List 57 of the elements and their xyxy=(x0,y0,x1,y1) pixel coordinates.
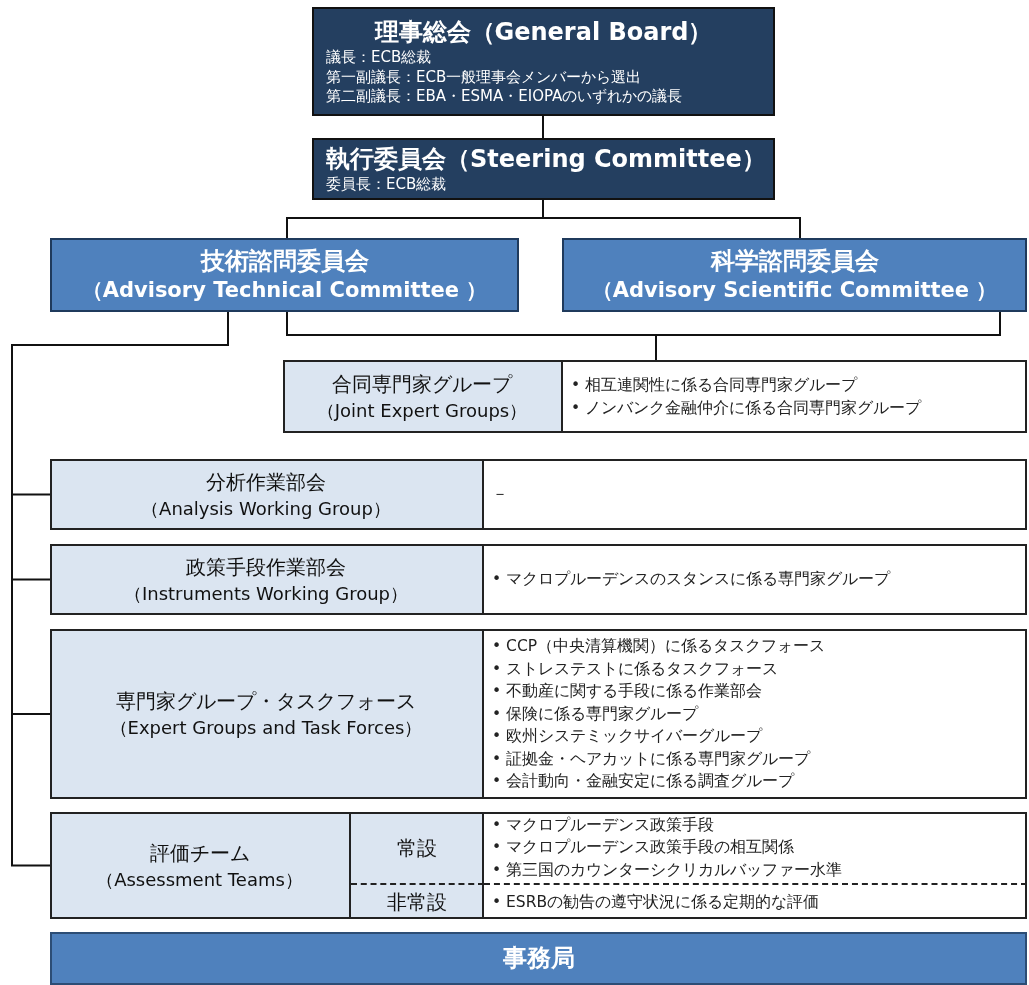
group-list-item: • 会計動向・金融安定に係る調査グループ xyxy=(492,771,795,793)
chair-note: 委員長：ECB総裁 xyxy=(326,175,448,195)
group-list-item: • マクロプルーデンス政策手段 xyxy=(492,814,715,836)
group-list-item: • マクロプルーデンスのスタンスに係る専門家グループ xyxy=(492,569,891,591)
group-list-item: • 相互連関性に係る合同専門家グループ xyxy=(571,375,858,397)
committee-english-name: （Advisory Scientific Committee ） xyxy=(591,276,998,304)
team-type-cell xyxy=(351,885,484,919)
group-list-item: － xyxy=(492,484,508,506)
group-list-item: • 証拠金・ヘアカットに係る専門家グループ xyxy=(492,748,811,770)
group-label-cell xyxy=(283,360,563,433)
group-title: 評価チーム xyxy=(149,839,250,867)
group-list-item: • ストレステストに係るタスクフォース xyxy=(492,658,779,680)
group-list-item: • ESRBの勧告の遵守状況に係る定期的な評価 xyxy=(492,891,820,913)
group-list-item: • ノンバンク金融仲介に係る合同専門家グループ xyxy=(571,397,922,419)
group-english-name: （Instruments Working Group） xyxy=(123,581,409,606)
committee-title: 科学諮問委員会 xyxy=(710,245,879,277)
chair-note: 議長：ECB総裁 xyxy=(326,48,433,68)
group-row-box xyxy=(50,459,1027,530)
committee-title: 理事総会（General Board） xyxy=(373,17,714,49)
group-label-cell xyxy=(50,812,351,919)
connector-line xyxy=(542,199,801,239)
group-row-box xyxy=(50,544,1027,615)
team-type: 非常設 xyxy=(386,889,447,915)
committee-title: 執行委員会（Steering Committee） xyxy=(326,144,761,176)
committee-english-name: （Advisory Technical Committee ） xyxy=(81,276,488,304)
group-row-box xyxy=(50,629,1027,799)
group-list-item: • マクロプルーデンス政策手段の相互関係 xyxy=(492,837,795,859)
group-label-cell xyxy=(50,459,484,530)
group-title: 専門家グループ・タスクフォース xyxy=(116,688,416,716)
committee-box xyxy=(312,138,775,200)
team-type-cell xyxy=(351,812,484,885)
group-title: 分析作業部会 xyxy=(206,468,326,496)
group-english-name: （Analysis Working Group） xyxy=(141,496,391,521)
group-label-cell xyxy=(50,544,484,615)
group-list-item: • CCP（中央清算機関）に係るタスクフォース xyxy=(492,636,826,658)
team-type: 常設 xyxy=(396,834,437,861)
group-title: 合同専門家グループ xyxy=(332,370,512,398)
group-english-name: （Assessment Teams） xyxy=(96,867,303,892)
group-row-box xyxy=(50,812,1027,919)
committee-box xyxy=(312,7,775,116)
chair-note: 第二副議長：EBA・ESMA・EIOPAのいずれかの議長 xyxy=(326,87,684,107)
group-label-cell xyxy=(50,629,484,799)
group-list-item: • 不動産に関する手段に係る作業部会 xyxy=(492,681,763,703)
secretariat-title: 事務局 xyxy=(502,942,575,974)
secretariat-box xyxy=(50,932,1027,985)
committee-box xyxy=(50,238,519,312)
group-row-box xyxy=(283,360,1027,433)
committee-box xyxy=(562,238,1027,312)
chair-note: 第一副議長：ECB一般理事会メンバーから選出 xyxy=(326,67,643,88)
connector-line xyxy=(542,115,544,139)
committee-title: 技術諮問委員会 xyxy=(200,245,369,277)
group-title: 政策手段作業部会 xyxy=(186,553,346,581)
group-english-name: （Joint Expert Groups） xyxy=(316,398,528,423)
group-list-item: • 第三国のカウンターシクリカルバッファー水準 xyxy=(492,859,843,881)
group-list-item: • 保険に係る専門家グループ xyxy=(492,703,699,725)
group-list-item: • 欧州システミックサイバーグループ xyxy=(492,726,763,748)
group-english-name: （Expert Groups and Task Forces） xyxy=(109,716,423,741)
